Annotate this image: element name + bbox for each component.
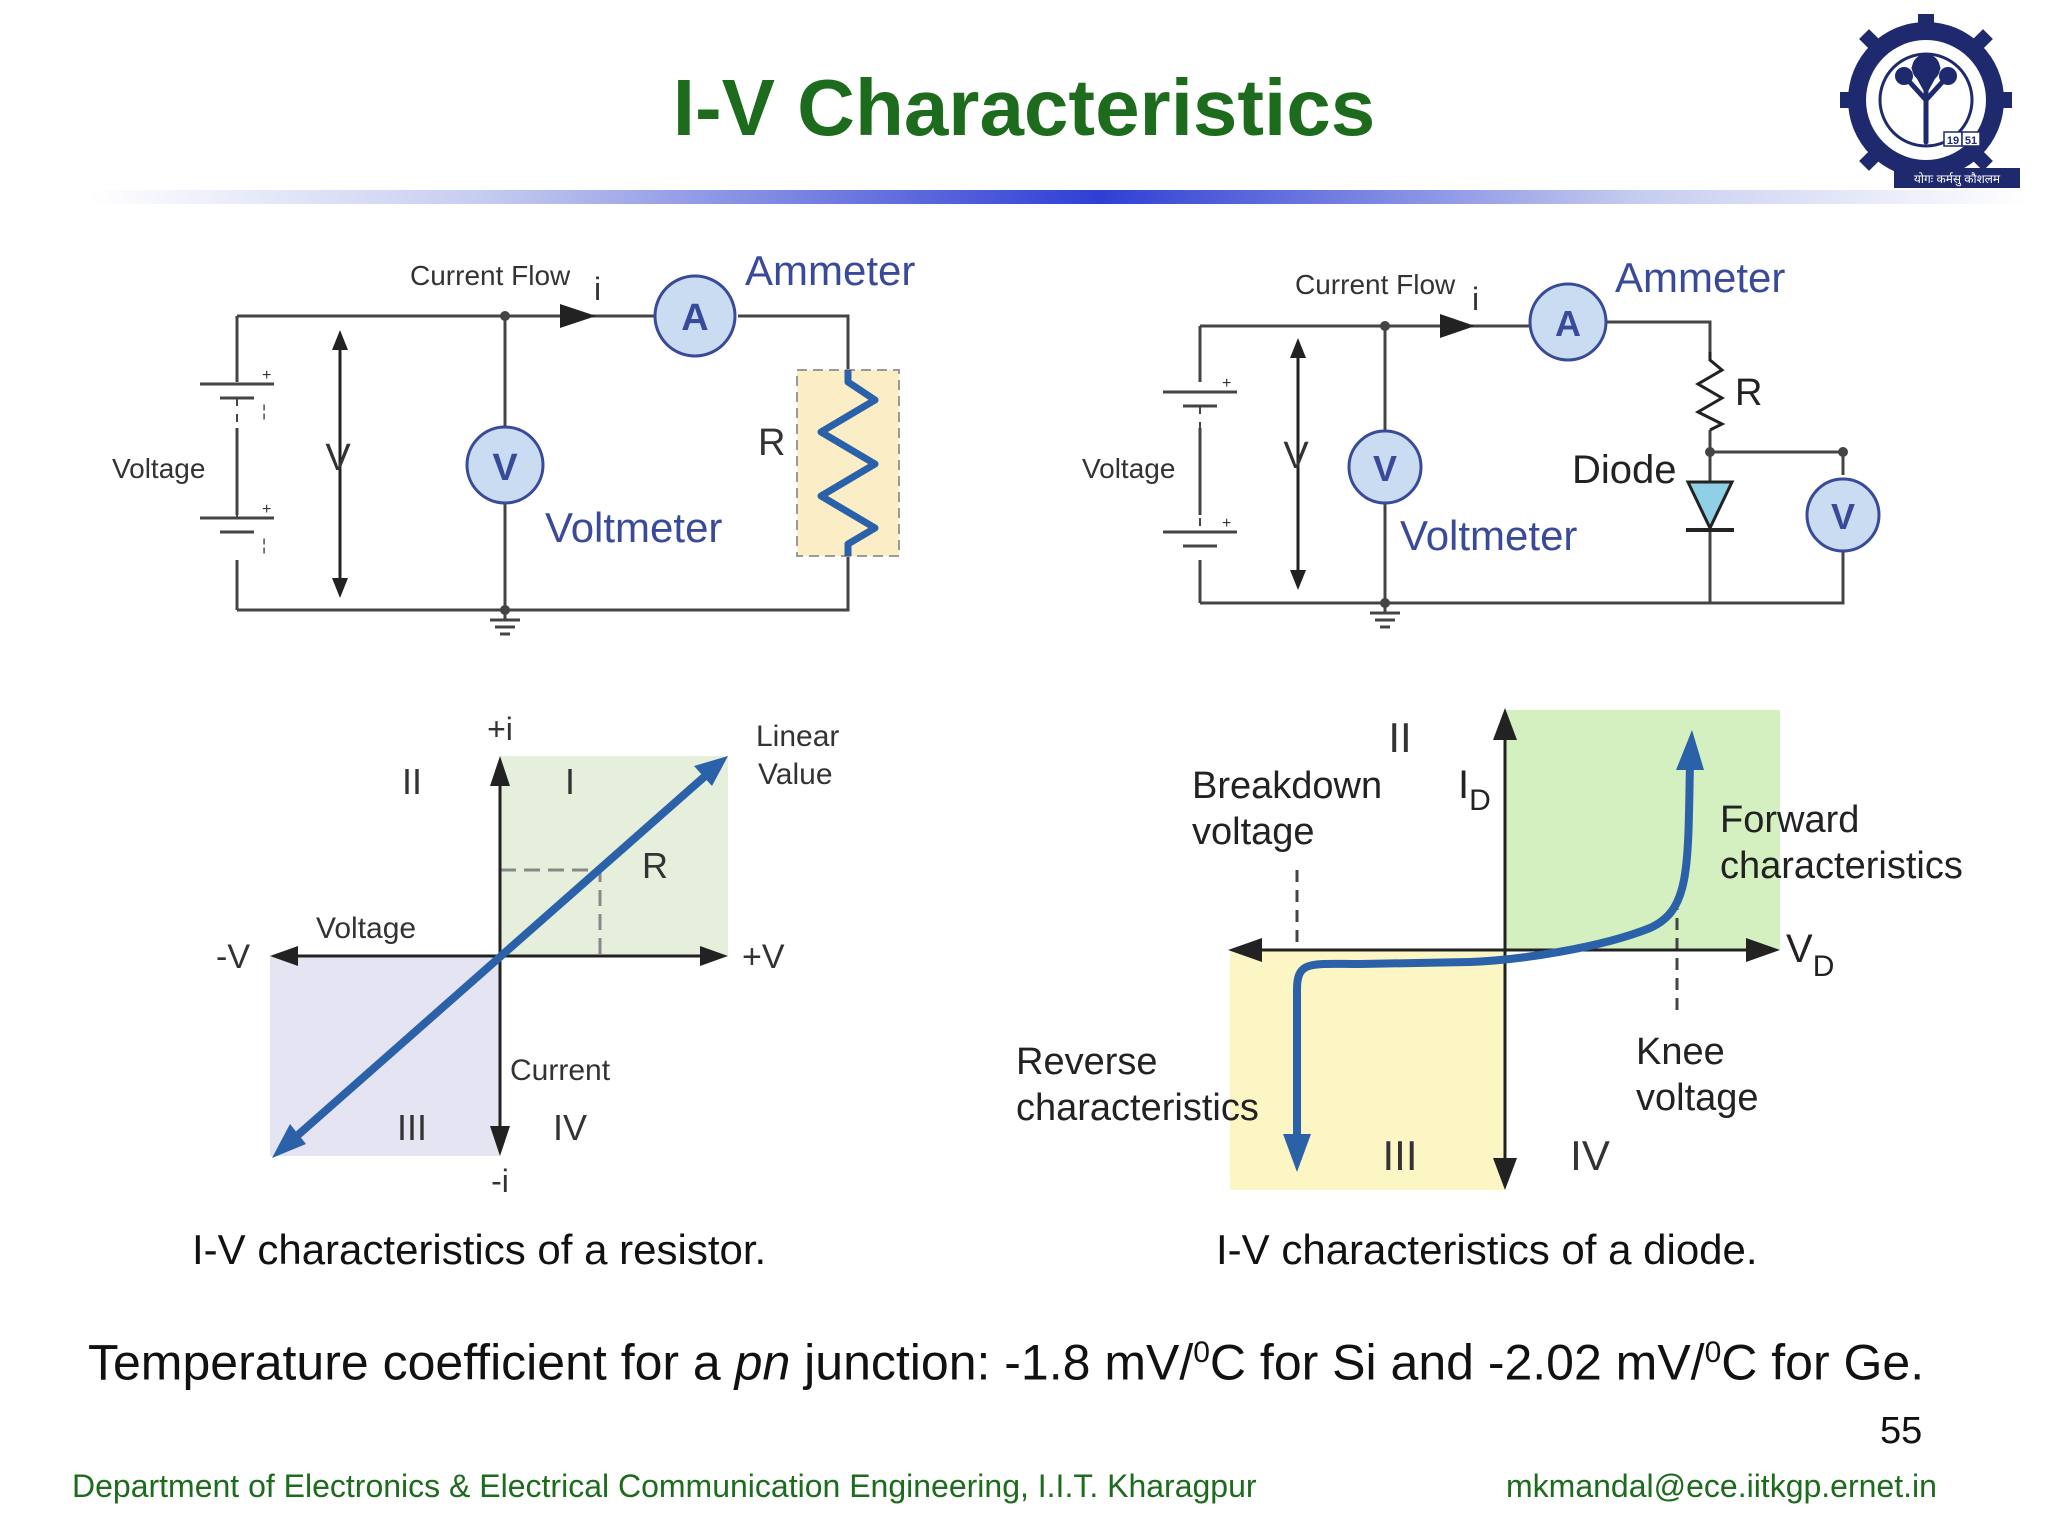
diode-graph-breakdown-line1: Breakdown — [1192, 765, 1382, 807]
svg-text:+: + — [262, 501, 271, 518]
svg-text:¦: ¦ — [262, 403, 266, 420]
footer-email: mkmandal@ece.iitkgp.ernet.in — [1506, 1468, 1937, 1504]
resistor-circuit-ammeter-label: Ammeter — [745, 247, 915, 294]
resistor-circuit-voltage-label: Voltage — [112, 453, 205, 484]
resistor-graph-current: Current — [510, 1054, 611, 1087]
resistor-graph-q1: I — [565, 761, 575, 802]
resistor-circuit-ammeter-symbol: A — [681, 297, 708, 339]
logo-motto: योगः कर्मसु कौशलम — [1914, 172, 2001, 187]
diode-graph-vd-axis: VD — [1786, 927, 1834, 983]
resistor-graph-q3: III — [397, 1107, 427, 1148]
resistor-caption: I-V characteristics of a resistor. — [192, 1226, 767, 1273]
diode-caption: I-V characteristics of a diode. — [1216, 1226, 1758, 1273]
slide-number: 55 — [1880, 1410, 1923, 1452]
diode-graph-reverse-line2: characteristics — [1016, 1087, 1259, 1129]
diode-graph-q4: IV — [1570, 1132, 1610, 1179]
resistor-circuit-v-label: V — [325, 437, 351, 479]
diode-circuit-current-flow: Current Flow — [1295, 269, 1456, 300]
resistor-graph-linear-line1: Linear — [756, 720, 839, 753]
svg-text:+: + — [262, 367, 271, 384]
resistor-graph-plus-v: +V — [742, 938, 785, 976]
svg-text:+: + — [1222, 375, 1231, 392]
temperature-coefficient-note: Temperature coefficient for a pn junctio… — [88, 1334, 1925, 1391]
diode-circuit-current-symbol: i — [1472, 281, 1479, 317]
resistor-graph-voltage: Voltage — [316, 912, 416, 945]
resistor-graph-minus-i: -i — [491, 1163, 509, 1199]
diode-circuit-v-label: V — [1283, 435, 1309, 477]
diode-graph-knee-line1: Knee — [1636, 1031, 1725, 1073]
diode-graph-q3: III — [1382, 1132, 1417, 1179]
diode-graph-forward-line2: characteristics — [1720, 845, 1963, 887]
diode-circuit-r-label: R — [1735, 372, 1762, 414]
svg-text:¦: ¦ — [262, 537, 266, 554]
diode-graph-breakdown-line2: voltage — [1192, 811, 1315, 853]
resistor-circuit-voltmeter-label: Voltmeter — [545, 504, 722, 551]
resistor-graph-q2: II — [402, 761, 422, 802]
resistor-circuit-voltmeter-symbol: V — [492, 447, 518, 489]
resistor-graph-r-label: R — [642, 845, 668, 886]
diode-circuit-voltmeter-symbol: V — [1373, 448, 1397, 489]
diode-graph-q2: II — [1388, 714, 1411, 761]
slide-title: I-V Characteristics — [672, 63, 1376, 152]
resistor-graph-minus-v: -V — [216, 938, 250, 976]
diode-circuit-meter2-symbol: V — [1831, 496, 1855, 537]
diode-graph-reverse-line1: Reverse — [1016, 1041, 1158, 1083]
title-rule — [90, 190, 2030, 204]
svg-text:+: + — [1222, 515, 1231, 532]
diode-circuit-ammeter-label: Ammeter — [1615, 254, 1785, 301]
diode-circuit-voltmeter-label: Voltmeter — [1400, 512, 1577, 559]
diode-graph-id-axis: ID — [1458, 763, 1491, 817]
footer-department: Department of Electronics & Electrical C… — [72, 1468, 1257, 1504]
diode-graph-forward-line1: Forward — [1720, 799, 1859, 841]
resistor-graph-linear-line2: Value — [758, 758, 833, 791]
diode-circuit-ammeter-symbol: A — [1555, 303, 1581, 344]
diode-graph-knee-line2: voltage — [1636, 1077, 1759, 1119]
resistor-circuit-current-symbol: i — [594, 271, 601, 307]
resistor-circuit-r-label: R — [758, 422, 785, 464]
diode-circuit-diode-label: Diode — [1572, 448, 1677, 492]
resistor-graph-plus-i: +i — [487, 711, 513, 747]
resistor-circuit-current-flow: Current Flow — [410, 260, 571, 291]
diode-circuit-voltage-label: Voltage — [1082, 453, 1175, 484]
resistor-graph-q4: IV — [553, 1107, 587, 1148]
